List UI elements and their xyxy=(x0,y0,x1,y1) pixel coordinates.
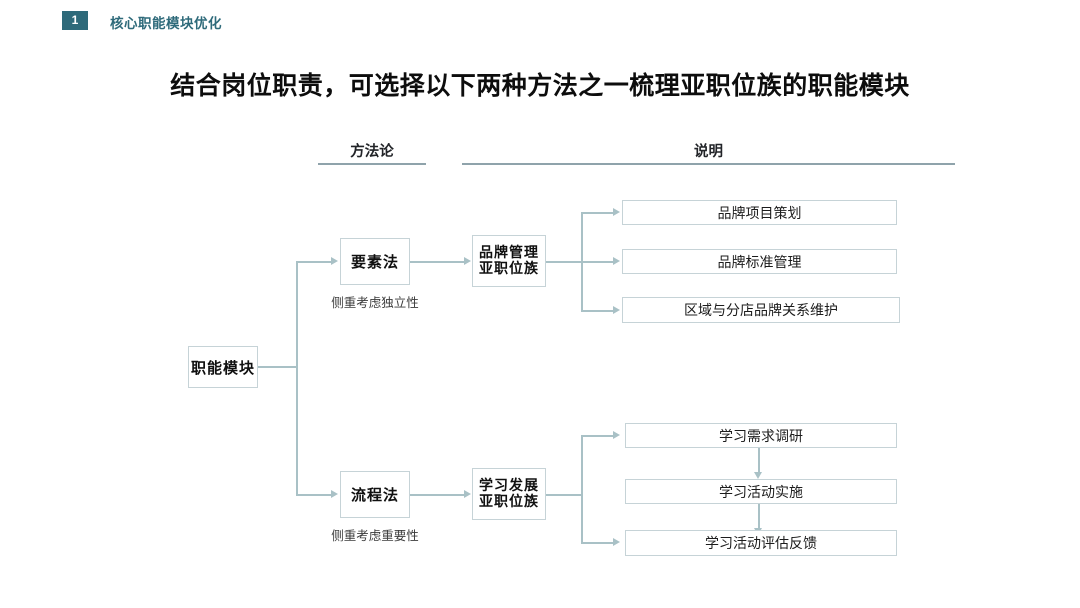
node-module-learning-3[interactable]: 学习活动评估反馈 xyxy=(625,530,897,556)
node-root[interactable]: 职能模块 xyxy=(188,346,258,388)
node-method-1[interactable]: 要素法 xyxy=(340,238,410,285)
node-method-2[interactable]: 流程法 xyxy=(340,471,410,518)
arrow-to-module-1-2 xyxy=(613,257,620,265)
connector-family-2-fan-trunk xyxy=(581,435,583,543)
caption-method-1: 侧重考虑独立性 xyxy=(331,295,419,310)
page-title: 结合岗位职责，可选择以下两种方法之一梳理亚职位族的职能模块 xyxy=(170,71,910,100)
connector-trunk-to-method-2 xyxy=(296,494,332,496)
connector-family-1-to-module-3 xyxy=(581,310,614,312)
section-number-badge: 1 xyxy=(62,11,88,30)
connector-family-1-to-module-2 xyxy=(581,261,614,263)
connector-method-1-to-family-1 xyxy=(410,261,465,263)
node-family-1[interactable]: 品牌管理 亚职位族 xyxy=(472,235,546,287)
arrow-to-module-2-1 xyxy=(613,431,620,439)
column-rule-description xyxy=(462,163,955,165)
arrow-to-method-1 xyxy=(331,257,338,265)
arrow-to-method-2 xyxy=(331,490,338,498)
caption-method-2: 侧重考虑重要性 xyxy=(331,528,419,543)
connector-root-to-trunk xyxy=(258,366,297,368)
node-module-learning-2[interactable]: 学习活动实施 xyxy=(625,479,897,504)
connector-family-2-out xyxy=(546,494,582,496)
connector-family-1-out xyxy=(546,261,582,263)
connector-trunk-to-method-1 xyxy=(296,261,332,263)
node-family-2[interactable]: 学习发展 亚职位族 xyxy=(472,468,546,520)
column-header-description: 说明 xyxy=(694,144,723,160)
column-rule-methodology xyxy=(318,163,426,165)
arrow-to-family-1 xyxy=(464,257,471,265)
connector-learning-2-to-3 xyxy=(758,504,760,529)
node-module-brand-3[interactable]: 区域与分店品牌关系维护 xyxy=(622,297,900,323)
section-title: 核心职能模块优化 xyxy=(110,16,222,32)
node-module-learning-1[interactable]: 学习需求调研 xyxy=(625,423,897,448)
arrow-to-module-2-3 xyxy=(613,538,620,546)
arrow-to-module-1-1 xyxy=(613,208,620,216)
connector-method-2-to-family-2 xyxy=(410,494,465,496)
arrow-to-module-1-3 xyxy=(613,306,620,314)
node-module-brand-1[interactable]: 品牌项目策划 xyxy=(622,200,897,225)
connector-family-1-to-module-1 xyxy=(581,212,614,214)
connector-learning-1-to-2 xyxy=(758,448,760,473)
arrow-to-family-2 xyxy=(464,490,471,498)
node-module-brand-2[interactable]: 品牌标准管理 xyxy=(622,249,897,274)
connector-branch-trunk xyxy=(296,261,298,495)
column-header-methodology: 方法论 xyxy=(350,144,394,160)
arrow-learning-1-to-2 xyxy=(754,472,762,479)
connector-family-2-to-module-3 xyxy=(581,542,614,544)
connector-family-2-to-module-1 xyxy=(581,435,614,437)
